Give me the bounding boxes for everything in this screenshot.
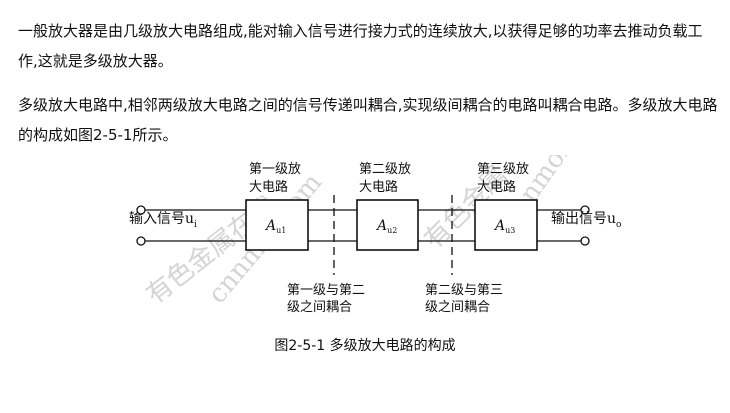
figure-caption: 图2-5-1 多级放大电路的构成 xyxy=(274,338,456,354)
stage3-amplifier-block xyxy=(474,199,538,251)
output-terminal-bottom xyxy=(580,236,590,246)
stage2-title-line2: 大电路 xyxy=(359,179,398,195)
stage1-title-line1: 第一级放 xyxy=(249,162,301,177)
input-terminal-top xyxy=(136,205,146,215)
stage1-gain-symbol: Au1 xyxy=(264,218,286,235)
stage3-title-line1: 第三级放 xyxy=(477,162,529,177)
output-terminal-top xyxy=(580,205,590,215)
coupling2-label-line2: 级之间耦合 xyxy=(425,300,490,315)
stage2-gain-symbol: Au2 xyxy=(375,218,397,235)
output-signal-label: 输出信号uo xyxy=(551,211,621,230)
stage3-gain-symbol: Au3 xyxy=(493,218,515,235)
coupling1-label-line1: 第一级与第二 xyxy=(287,283,365,298)
stage1-amplifier-block xyxy=(245,199,309,251)
stage2-title-line1: 第二级放 xyxy=(359,162,411,177)
paragraph-coupling: 多级放大电路中,相邻两级放大电路之间的信号传递叫耦合,实现级间耦合的电路叫耦合电… xyxy=(18,96,718,144)
coupling1-label-line2: 级之间耦合 xyxy=(287,300,352,315)
paragraph-intro: 一般放大器是由几级放大电路组成,能对输入信号进行接力式的连续放大,以获得足够的功… xyxy=(18,22,703,70)
stage1-title-line2: 大电路 xyxy=(249,179,288,195)
input-signal-label: 输入信号ui xyxy=(129,211,197,230)
coupling2-label-line1: 第二级与第三 xyxy=(425,283,503,298)
stage2-amplifier-block xyxy=(356,199,419,251)
input-terminal-bottom xyxy=(136,236,146,246)
signal-wires xyxy=(145,209,581,242)
multistage-amplifier-diagram: 有色金属在线 cnnmol.com 有色金属 cnnmol. 第一级放 大电路 … xyxy=(115,131,625,315)
stage3-title-line2: 大电路 xyxy=(477,179,516,195)
